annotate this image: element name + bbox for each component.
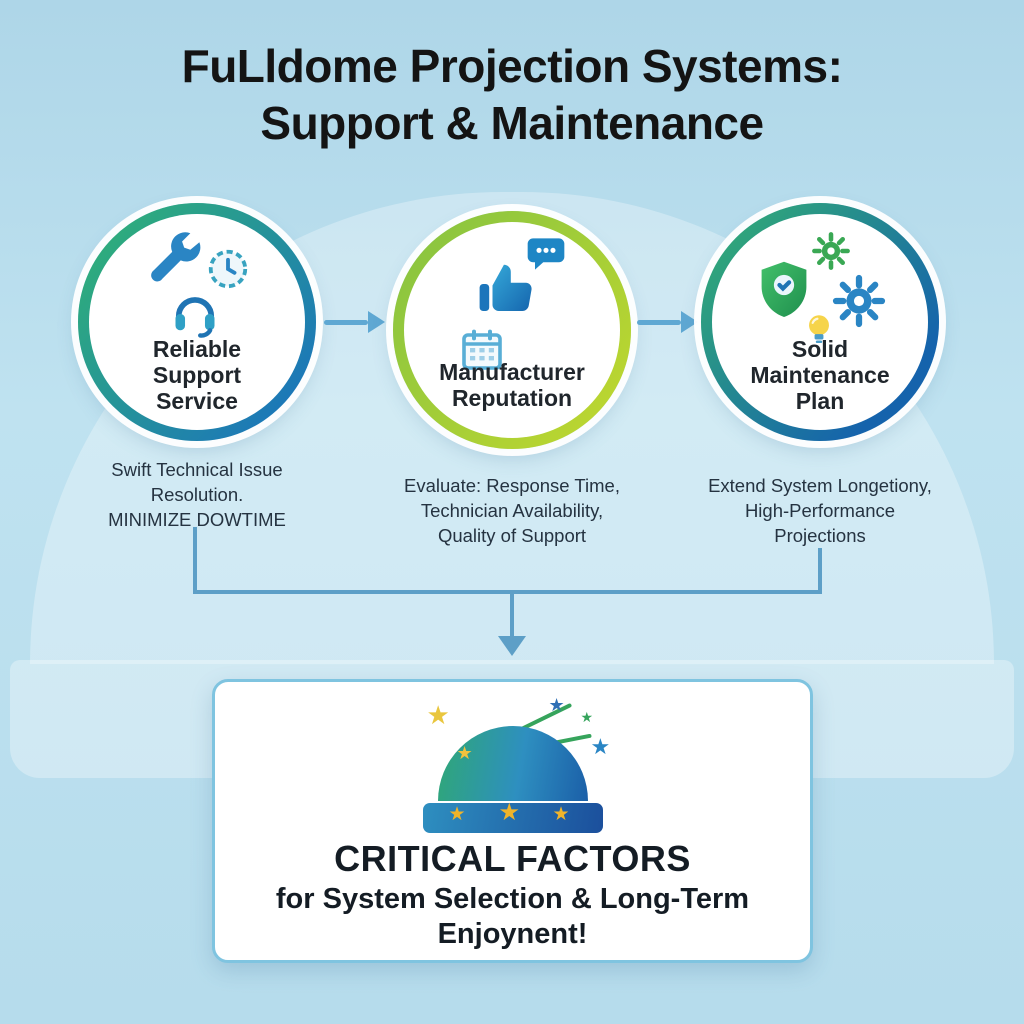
conclusion-line-3: Enjoynent! [437, 918, 588, 951]
connector-center-vertical [510, 594, 514, 638]
step-3-circle-maintenance-plan: Solid Maintenance Plan [701, 203, 939, 441]
step-3-label: Solid Maintenance Plan [750, 336, 890, 414]
calendar-icon [462, 329, 502, 370]
step-2-circle-manufacturer-reputation: Manufacturer Reputation [393, 211, 631, 449]
connector-right-vertical [818, 548, 822, 594]
star-icon: ★ [426, 700, 450, 730]
dome-shape [437, 726, 588, 801]
conclusion-box: ★ ★ ★ ★ ★ ★ ★ ★ CRITICAL FACTORS for Sys… [212, 679, 813, 963]
step-1-description: Swift Technical Issue Resolution. MINIMI… [108, 459, 286, 530]
lightbulb-icon [809, 315, 829, 343]
page-title: FuLldome Projection Systems: Support & M… [0, 38, 1024, 152]
star-icon: ★ [548, 695, 565, 715]
star-icon: ★ [552, 804, 570, 825]
star-icon: ★ [456, 743, 473, 763]
dome-stars-icon: ★ ★ ★ ★ ★ ★ ★ ★ [403, 696, 623, 836]
step-3-description: Extend System Longetiony, High-Performan… [708, 475, 932, 546]
conclusion-subtitle: for System Selection & Long-Term Enjoyne… [215, 882, 810, 953]
step-1-circle-reliable-support: Reliable Support Service [78, 203, 316, 441]
star-icon: ★ [590, 734, 611, 759]
conclusion-line-2: for System Selection & Long-Term [275, 883, 750, 915]
wrench-icon [151, 232, 201, 282]
arrow-right-2 [637, 311, 698, 333]
connector-left-vertical [193, 527, 197, 594]
arrow-head-icon [681, 311, 698, 333]
step-2-label: Manufacturer Reputation [439, 359, 585, 411]
gear-icon [832, 274, 886, 328]
step-2-description: Evaluate: Response Time, Technician Avai… [404, 475, 620, 546]
headset-icon [175, 297, 215, 338]
step-3-circle-inner: Solid Maintenance Plan [712, 214, 928, 430]
title-line-1: FuLldome Projection Systems: [181, 40, 843, 92]
step-1-label: Reliable Support Service [152, 336, 242, 414]
conclusion-title: CRITICAL FACTORS [334, 838, 691, 879]
arrow-right-1 [324, 311, 385, 333]
star-icon: ★ [448, 804, 466, 825]
connector-horizontal [193, 590, 822, 594]
arrow-head-icon [368, 311, 385, 333]
step-2-circle-inner: Manufacturer Reputation [404, 222, 620, 438]
speech-bubble-icon [527, 238, 565, 270]
gear-icon [812, 232, 850, 270]
arrow-line [324, 319, 368, 325]
shield-icon [761, 261, 807, 317]
thumbs-up-icon [479, 264, 532, 312]
star-icon: ★ [498, 799, 521, 826]
dome-base [422, 803, 603, 833]
arrow-down-icon [498, 636, 526, 656]
star-icon: ★ [580, 709, 594, 725]
step-1-circle-inner: Reliable Support Service [89, 214, 305, 430]
title-line-2: Support & Maintenance [260, 97, 764, 150]
clock-icon [208, 249, 248, 289]
arrow-line [637, 319, 681, 325]
